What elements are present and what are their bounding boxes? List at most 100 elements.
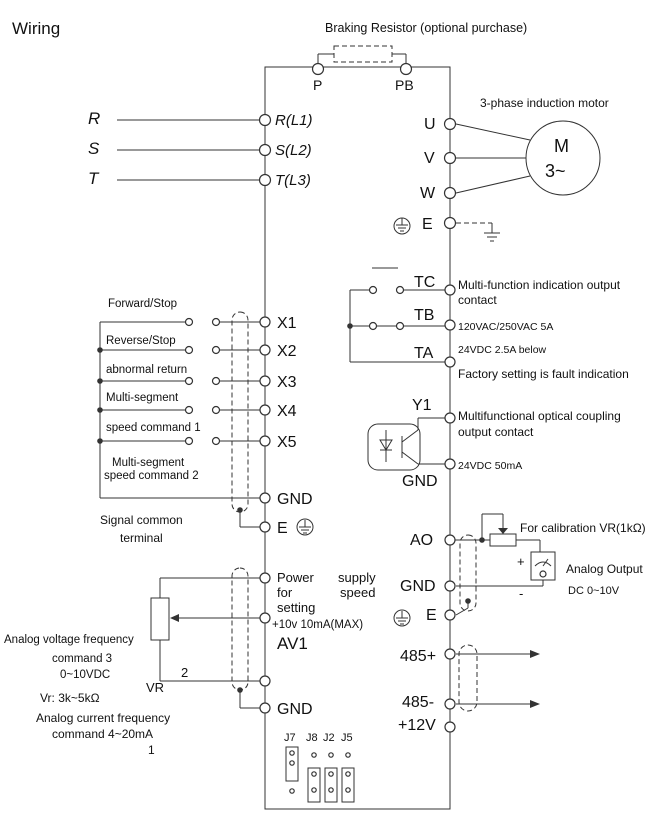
terminal-gnd-opto-label: GND [402, 473, 438, 490]
terminal-t-label: T(L3) [275, 172, 311, 189]
terminal-e-inputs-label: E [277, 520, 288, 537]
terminal-x2-label: X2 [277, 343, 297, 360]
reference-label: +10v 10mA(MAX) [272, 619, 363, 631]
motor-label: 3-phase induction motor [480, 96, 609, 110]
terminal-gnd-av2 [259, 702, 271, 714]
terminal-y1 [444, 412, 456, 424]
terminal-e-ao-label: E [426, 607, 437, 624]
power-label-2: supply [338, 570, 376, 585]
input-switch-x5 [97, 436, 260, 446]
braking-resistor-label: Braking Resistor (optional purchase) [325, 21, 527, 35]
braking-resistor [333, 45, 393, 63]
input-switch-x2 [97, 345, 260, 355]
analog-output-label: Analog Output [566, 562, 643, 576]
terminal-v-label: V [424, 150, 435, 167]
motor-m: M [554, 136, 569, 156]
line-t-label: T [88, 169, 100, 188]
jumper-j2 [324, 752, 338, 803]
calibration-label: For calibration VR(1kΩ) [520, 521, 646, 535]
terminal-x1 [259, 316, 271, 328]
vr-label: VR [146, 680, 164, 695]
terminal-485p [444, 648, 456, 660]
terminal-485n-label: 485- [402, 694, 434, 711]
motor-symbol [525, 120, 601, 196]
node-2-label: 2 [181, 665, 188, 680]
analog-volt-label-2: command 3 [52, 653, 112, 665]
motor-phase: 3~ [545, 161, 566, 181]
input-switch-x1 [100, 317, 260, 327]
optical-desc-1: Multifunctional optical coupling [458, 409, 621, 423]
input-label-4: Multi-segment [106, 392, 179, 404]
terminal-x3-label: X3 [277, 374, 297, 391]
line-s-label: S [88, 139, 100, 158]
analog-volt-label-3: 0~10VDC [60, 669, 110, 681]
terminal-tc-label: TC [414, 274, 435, 291]
analog-out-shield [459, 534, 477, 612]
terminal-p [311, 62, 325, 76]
optical-desc-2: output contact [458, 425, 534, 439]
terminal-12v [444, 721, 456, 733]
input-switch-x4 [97, 405, 260, 415]
terminal-tc [444, 284, 456, 296]
line-r-label: R [88, 109, 100, 128]
input-label-5: speed command 1 [106, 422, 201, 434]
terminal-u [443, 117, 457, 131]
jumper-j5-label: J5 [341, 732, 353, 744]
terminal-x3 [259, 375, 271, 387]
input-label-1: Forward/Stop [108, 298, 177, 310]
terminal-gnd-av [259, 675, 271, 687]
analog-current-label-2: command 4~20mA [52, 727, 153, 741]
terminal-12v-label: +12V [398, 717, 436, 734]
terminal-tb [444, 319, 456, 331]
terminal-x5 [259, 435, 271, 447]
terminal-gnd-ao-label: GND [400, 578, 436, 595]
terminal-485p-label: 485+ [400, 648, 436, 665]
terminal-ao-label: AO [410, 532, 433, 549]
signal-common-label-2: terminal [120, 531, 163, 545]
terminal-v [443, 151, 457, 165]
terminal-tb-label: TB [414, 307, 434, 324]
relay-desc-1: Multi-function indication output [458, 278, 621, 292]
input-label-7: speed command 2 [104, 470, 199, 482]
terminal-ao [444, 534, 456, 546]
terminal-r [258, 113, 272, 127]
terminal-p-label: P [313, 77, 322, 93]
terminal-x2 [259, 344, 271, 356]
input-label-2: Reverse/Stop [106, 335, 176, 347]
jumper-j2-label: J2 [323, 732, 335, 744]
relay-desc-4: 24VDC 2.5A below [458, 344, 547, 356]
input-label-3: abnormal return [106, 364, 187, 376]
terminal-u-label: U [424, 116, 436, 133]
power-label-4: speed [340, 585, 375, 600]
ground-icon [296, 518, 314, 536]
terminal-gnd-inputs-label: GND [277, 491, 313, 508]
terminal-e-ao [444, 609, 456, 621]
jumper-j7 [285, 746, 299, 794]
relay-desc-5: Factory setting is fault indication [458, 367, 629, 381]
power-label-5: setting [277, 600, 315, 615]
jumper-j5 [341, 752, 355, 803]
terminal-s-label: S(L2) [275, 142, 312, 159]
terminal-x5-label: X5 [277, 434, 297, 451]
terminal-gnd-opto [444, 458, 456, 470]
rs485-shield [458, 644, 478, 712]
analog-current-label-1: Analog current frequency [36, 711, 170, 725]
input-label-6: Multi-segment [112, 457, 185, 469]
diagram-title: Wiring [12, 19, 60, 38]
terminal-ta [444, 356, 456, 368]
terminal-s [258, 143, 272, 157]
jumper-j8 [307, 752, 321, 803]
terminal-x1-label: X1 [277, 315, 297, 332]
signal-common-label-1: Signal common [100, 513, 183, 527]
meter-minus: - [519, 586, 523, 601]
terminal-ta-label: TA [414, 345, 434, 362]
input-shield [231, 311, 249, 513]
relay-desc-2: contact [458, 293, 497, 307]
optocoupler [367, 423, 421, 471]
terminal-y1-label: Y1 [412, 397, 432, 414]
terminal-e-inputs [259, 521, 271, 533]
terminal-gnd-ao [444, 580, 456, 592]
power-label-1: Power [277, 570, 315, 585]
analog-output-range: DC 0~10V [568, 585, 620, 597]
